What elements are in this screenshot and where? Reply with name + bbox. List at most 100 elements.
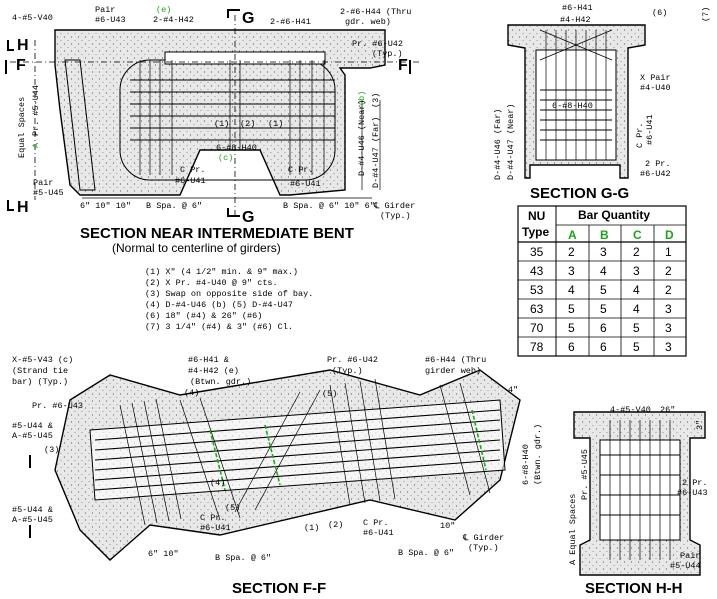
top-slab bbox=[164, 51, 326, 65]
gg-label-u47: D-#4-U47 (Near) bbox=[506, 103, 516, 180]
table-cell-b: 5 bbox=[600, 302, 607, 316]
table-cell-c: 2 bbox=[633, 245, 640, 259]
label-u41b: #6-U41 bbox=[290, 179, 321, 189]
label-h44: 2-#6-H44 (Thru bbox=[340, 7, 411, 17]
label-h42: 2-#4-H42 bbox=[153, 15, 194, 25]
label-u46: D-#4-U46 (Near) bbox=[357, 99, 367, 176]
ff-label-u44b: #5-U44 & bbox=[12, 505, 53, 515]
ff-label-b-spa: B Spa. @ 6" bbox=[215, 553, 271, 563]
table-cell-b: 3 bbox=[600, 245, 607, 259]
label-c-tag: (c) bbox=[218, 153, 233, 163]
hh-label-u43: #6-U43 bbox=[677, 488, 708, 498]
label-u42: Pr. #6-U42 bbox=[352, 39, 403, 49]
label-e-tag: (e) bbox=[156, 5, 171, 15]
main-section-drawing bbox=[5, 9, 420, 217]
hh-label-v40: 4-#5-V40 bbox=[610, 405, 651, 415]
gg-label-dim7: (7) bbox=[701, 7, 711, 22]
label-c-pr: C Pr. bbox=[180, 165, 206, 175]
label-pair-u43b: #6-U43 bbox=[95, 15, 126, 25]
label-b-spa2: B Spa. @ 6" 10" 6" bbox=[283, 201, 375, 211]
table-cell-d: 3 bbox=[665, 340, 672, 354]
cut-label-H-top: H bbox=[17, 37, 29, 54]
note-3: (3) Swap on opposite side of bay. bbox=[145, 289, 313, 299]
ff-label-u45b: A-#5-U45 bbox=[12, 515, 53, 525]
label-h44b: gdr. web) bbox=[345, 17, 391, 27]
ff-label-girder: ℄ Girder bbox=[462, 533, 504, 543]
green-bar-u46b bbox=[471, 409, 487, 471]
ff-label-pr-u42: Pr. #6-U42 bbox=[327, 355, 378, 365]
cut-label-H-bottom: H bbox=[17, 199, 29, 216]
label-pair-u45b: #5-U45 bbox=[33, 188, 64, 198]
label-b-spa: B Spa. @ 6" bbox=[146, 201, 202, 211]
label-h40: 6-#8-H40 bbox=[216, 143, 257, 153]
gg-label-u41: #6-U41 bbox=[645, 114, 655, 145]
label-girder: ℄ Girder bbox=[373, 201, 415, 211]
gg-label-two-pr: 2 Pr. bbox=[645, 159, 671, 169]
ff-label-u44: #5-U44 & bbox=[12, 421, 53, 431]
label-pr-u44: Pr. #5-U44 bbox=[31, 85, 41, 136]
table-group-header: Bar Quantity bbox=[578, 208, 650, 222]
ff-label-dim4b: (4) bbox=[210, 478, 225, 488]
ff-label-4in: 4" bbox=[508, 385, 518, 395]
ff-label-girder-typ: (Typ.) bbox=[468, 543, 499, 553]
ff-label-u41b: #6-U41 bbox=[363, 528, 394, 538]
note-6: (7) 3 1/4" (#4) & 3" (#6) Cl. bbox=[145, 322, 293, 332]
table-cell-b: 6 bbox=[600, 321, 607, 335]
ff-label-u41: #6-U41 bbox=[200, 523, 231, 533]
label-dim1: (1) bbox=[214, 119, 229, 129]
ff-label-h40: 6-#8-H40 bbox=[521, 444, 531, 485]
label-equal-spaces: Equal Spaces bbox=[17, 97, 27, 158]
ff-label-c-pr: C Pr. bbox=[200, 513, 226, 523]
label-h41: 2-#6-H41 bbox=[270, 17, 311, 27]
ff-label-strand2: bar) (Typ.) bbox=[12, 377, 68, 387]
green-bar-u46 bbox=[209, 429, 226, 491]
table-cell-type: 53 bbox=[530, 283, 544, 297]
hh-label-u44: #5-U44 bbox=[670, 561, 701, 571]
main-section-title: SECTION NEAR INTERMEDIATE BENT bbox=[80, 225, 354, 242]
table-letter-c: C bbox=[633, 228, 642, 242]
table-cell-a: 6 bbox=[568, 340, 575, 354]
cap-concrete bbox=[54, 29, 386, 196]
table-letter-a: A bbox=[568, 228, 577, 242]
cut-label-G-bottom: G bbox=[242, 209, 254, 226]
ff-label-btwn: (Btwn. gdr.) bbox=[190, 377, 251, 387]
table-cell-c: 4 bbox=[633, 283, 640, 297]
label-u47: D-#4-U47 (Far) bbox=[371, 117, 381, 188]
gg-label-x-pair: X Pair bbox=[640, 73, 671, 83]
hh-label-equal: A Equal Spaces bbox=[568, 494, 578, 565]
gg-label-u46: D-#4-U46 (Far) bbox=[493, 109, 503, 180]
hh-label-u45: Pr. #5-U45 bbox=[580, 449, 590, 500]
ff-label-pr-u43: Pr. #6-U43 bbox=[32, 401, 83, 411]
section-ff-title: SECTION F-F bbox=[232, 580, 326, 597]
cut-label-G-top: G bbox=[242, 10, 254, 27]
table-cell-type: 70 bbox=[530, 321, 544, 335]
label-u42b: (Typ.) bbox=[372, 49, 403, 59]
gg-label-c-pr: C Pr. bbox=[635, 122, 645, 148]
ff-label-dim5: (5) bbox=[322, 389, 337, 399]
label-pair-u45: Pair bbox=[33, 178, 53, 188]
table-cell-d: 3 bbox=[665, 321, 672, 335]
ff-label-b-spa2: B Spa. @ 6" bbox=[398, 548, 454, 558]
ff-label-h41: #6-H41 & bbox=[188, 355, 229, 365]
gg-label-dim6: (6) bbox=[652, 8, 667, 18]
cut-label-F-left: F bbox=[16, 57, 26, 74]
label-u47-3: (3) bbox=[371, 93, 381, 108]
table-cell-d: 2 bbox=[665, 283, 672, 297]
table-letter-b: B bbox=[600, 228, 609, 242]
note-2: (2) X Pr. #4-U40 @ 9" cts. bbox=[145, 278, 278, 288]
label-dims-bottom: 6" 10" 10" bbox=[80, 201, 131, 211]
section-hh-title: SECTION H-H bbox=[585, 580, 683, 597]
table-cell-a: 3 bbox=[568, 264, 575, 278]
h40-bars bbox=[130, 79, 335, 141]
label-pair-u43: Pair bbox=[95, 5, 115, 15]
table-cell-type: 63 bbox=[530, 302, 544, 316]
section-hh-drawing bbox=[573, 411, 706, 576]
table-cell-a: 5 bbox=[568, 321, 575, 335]
label-a-tag: A bbox=[31, 142, 41, 148]
ff-label-dim1: (1) bbox=[304, 523, 319, 533]
gg-label-u42: #6-U42 bbox=[640, 169, 671, 179]
table-cell-c: 4 bbox=[633, 302, 640, 316]
ff-label-v43: X-#5-V43 (c) bbox=[12, 355, 73, 365]
label-dim1b: (1) bbox=[268, 119, 283, 129]
